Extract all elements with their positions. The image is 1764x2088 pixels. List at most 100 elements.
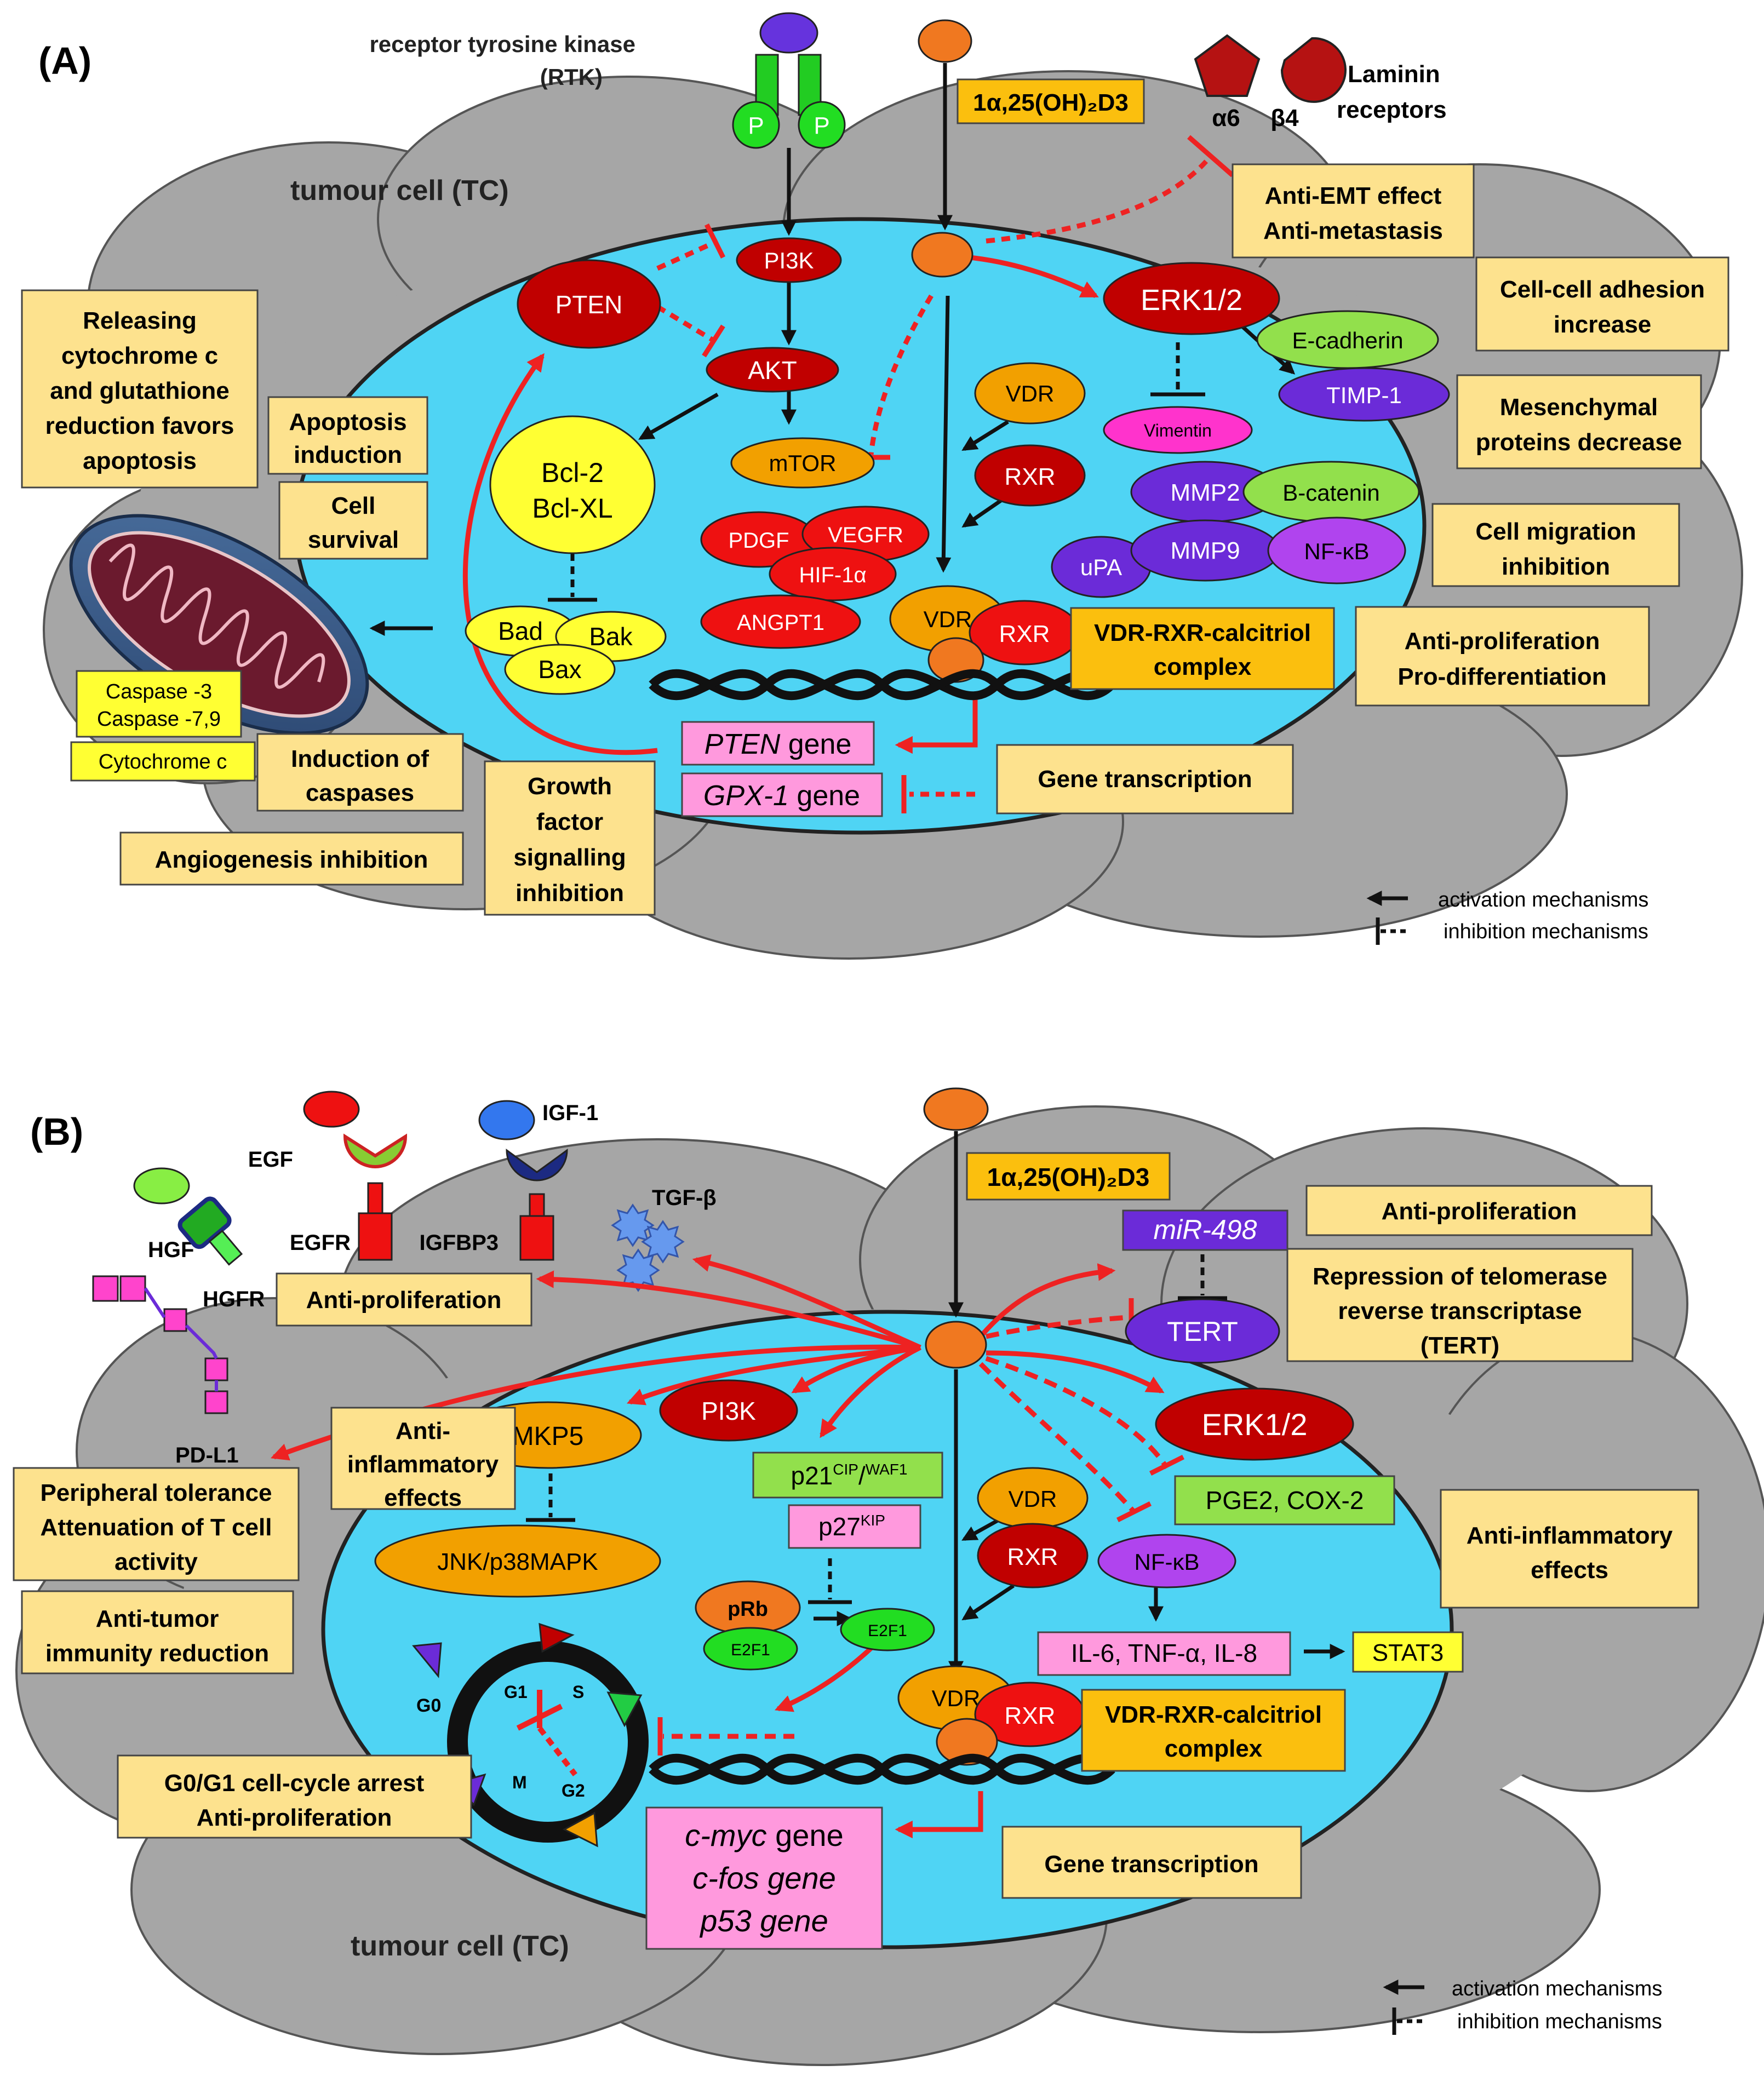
dna-helix-b <box>649 1753 1115 1785</box>
pten-gene-box <box>681 721 875 766</box>
hgf-label: HGF <box>148 1238 194 1262</box>
complex-box-b <box>1081 1689 1346 1772</box>
pten-node <box>517 259 661 349</box>
rxr-label-a: RXR <box>1005 463 1056 490</box>
p21-label: p21 <box>791 1461 833 1490</box>
bcatenin-label: B-catenin <box>1282 480 1379 506</box>
g0-label: G0 <box>416 1695 441 1716</box>
bax-label: Bax <box>538 655 581 684</box>
legend-b: activation mechanisms inhibition mechani… <box>1383 1977 1662 2035</box>
pten-label: PTEN <box>555 290 623 319</box>
gpx-gene-label: GPX-1 gene <box>703 780 860 812</box>
box-apoptosis-line1: Apoptosis <box>289 409 406 435</box>
egfr-label: EGFR <box>290 1231 351 1255</box>
svg-text:p27KIP: p27KIP <box>818 1512 885 1541</box>
tumour-cell-label-a: tumour cell (TC) <box>290 175 509 206</box>
nodes-a: PI3K PTEN AKT ERK1/2 E-cadherin TIMP-1 V… <box>465 232 1450 695</box>
prb-label: pRb <box>728 1598 768 1621</box>
beta4-label: β4 <box>1270 105 1299 131</box>
box-emt-line2: Anti-metastasis <box>1263 217 1443 244</box>
box-antiprolif-right: Anti-proliferation <box>1382 1198 1577 1225</box>
p27-sup: KIP <box>861 1512 885 1529</box>
rxr-node-a <box>974 444 1086 507</box>
laminin-receptors: α6 β4 Laminin receptors <box>1194 34 1447 131</box>
box-releasing-line1: Releasing <box>83 307 197 334</box>
igf1-label: IGF-1 <box>542 1101 598 1125</box>
bad-label: Bad <box>498 617 543 645</box>
vimentin-label: Vimentin <box>1144 421 1212 440</box>
calcitriol-box-b <box>966 1152 1171 1201</box>
genes-box-b <box>645 1806 883 1950</box>
tert-label: TERT <box>1167 1316 1238 1347</box>
effect-boxes-a <box>21 163 1729 916</box>
inhibition-arrows-b-black <box>526 1254 1227 1604</box>
angpt-label: ANGPT1 <box>737 611 824 635</box>
caspase-box <box>76 670 242 738</box>
stat3-label: STAT3 <box>1372 1639 1444 1666</box>
bcl2-node <box>489 415 656 554</box>
box-growth-line3: signalling <box>513 844 626 871</box>
e2f1-label-bound: E2F1 <box>731 1641 770 1659</box>
tumour-cell-label-b: tumour cell (TC) <box>351 1930 569 1962</box>
erk-label-a: ERK1/2 <box>1141 284 1242 317</box>
panel-a: (A) tumour cell (TC) receptor tyrosine k… <box>21 12 1743 960</box>
box-antiprolif-line1: Anti-proliferation <box>1405 628 1600 655</box>
erk-node-a <box>1103 262 1280 335</box>
caspase79-label: Caspase -7,9 <box>97 708 221 731</box>
box-emt-line1: Anti-EMT effect <box>1265 182 1442 209</box>
ecadherin-label: E-cadherin <box>1292 328 1403 353</box>
box-growth-line1: Growth <box>528 773 612 800</box>
nfkb-label-a: NF-κB <box>1304 538 1370 564</box>
timp1-node <box>1278 367 1450 422</box>
box-g0g1-line2: Anti-proliferation <box>197 1804 392 1831</box>
calcitriol-label-a: 1α,25(OH)₂D3 <box>973 89 1129 116</box>
complex-label-b-line1: VDR-RXR-calcitriol <box>1105 1701 1322 1728</box>
rtk-label-line1: receptor tyrosine kinase <box>369 31 635 57</box>
red-arrows-b <box>270 1254 1185 1839</box>
laminin-label-line2: receptors <box>1337 96 1447 123</box>
box-telomerase-line1: Repression of telomerase <box>1313 1263 1607 1290</box>
caspase3-label: Caspase -3 <box>106 680 212 703</box>
box-transcription-b: Gene transcription <box>1044 1851 1258 1878</box>
mmp9-label: MMP9 <box>1170 537 1240 564</box>
upa-label: uPA <box>1080 554 1122 580</box>
pi3k-label-b: PI3K <box>701 1397 756 1425</box>
panel-a-label: (A) <box>38 39 91 82</box>
box-migration-line1: Cell migration <box>1475 518 1636 545</box>
box-growth-line2: factor <box>536 808 603 835</box>
rtk-ligand <box>759 12 818 54</box>
s-label: S <box>572 1682 584 1702</box>
box-survival-line2: survival <box>308 526 399 553</box>
box-peripheral-line3: activity <box>114 1548 198 1575</box>
box-releasing-line2: cytochrome c <box>61 342 218 369</box>
p21-sup2: WAF1 <box>866 1461 908 1478</box>
cytochrome-label: Cytochrome c <box>99 750 227 773</box>
box-antiprolif-line2: Pro-differentiation <box>1398 663 1606 690</box>
legend-inhibition-a: inhibition mechanisms <box>1444 920 1648 943</box>
box-releasing-line5: apoptosis <box>83 448 197 474</box>
effect-box-text-a: Releasing cytochrome c and glutathione r… <box>45 182 1705 907</box>
box-antiinflam-left-line2: inflammatory <box>347 1451 499 1478</box>
bak-label: Bak <box>589 622 633 651</box>
effect-boxes-b <box>13 1185 1699 1899</box>
p53-gene-label: p53 gene <box>699 1903 828 1938</box>
akt-label: AKT <box>748 356 797 385</box>
box-releasing-line4: reduction favors <box>45 412 234 439</box>
calcitriol-ligand-b <box>923 1087 989 1131</box>
vdr-complex-label-b: VDR <box>932 1685 981 1711</box>
box-peripheral-line1: Peripheral tolerance <box>40 1479 272 1506</box>
box-antitumor-line1: Anti-tumor <box>96 1605 219 1632</box>
vimentin-node <box>1103 406 1253 454</box>
box-transcription-a: Gene transcription <box>1038 766 1252 793</box>
complex-label-a-line2: complex <box>1154 653 1252 680</box>
bcl2-label: Bcl-2 <box>541 457 604 488</box>
receptors-b: EGF EGFR IGF-1 IGFBP3 HGF HGFR <box>92 1091 717 1467</box>
box-apoptosis-line2: induction <box>294 441 402 468</box>
p27-label: p27 <box>818 1512 861 1541</box>
box-antiinflam-left-line3: effects <box>384 1484 462 1511</box>
igfbp3-label: IGFBP3 <box>420 1231 499 1255</box>
e2f1-label-free: E2F1 <box>868 1622 907 1640</box>
legend-a: activation mechanisms inhibition mechani… <box>1366 888 1648 945</box>
cfos-gene-label: c-fos gene <box>692 1861 836 1895</box>
jnk-label: JNK/p38MAPK <box>437 1548 598 1575</box>
